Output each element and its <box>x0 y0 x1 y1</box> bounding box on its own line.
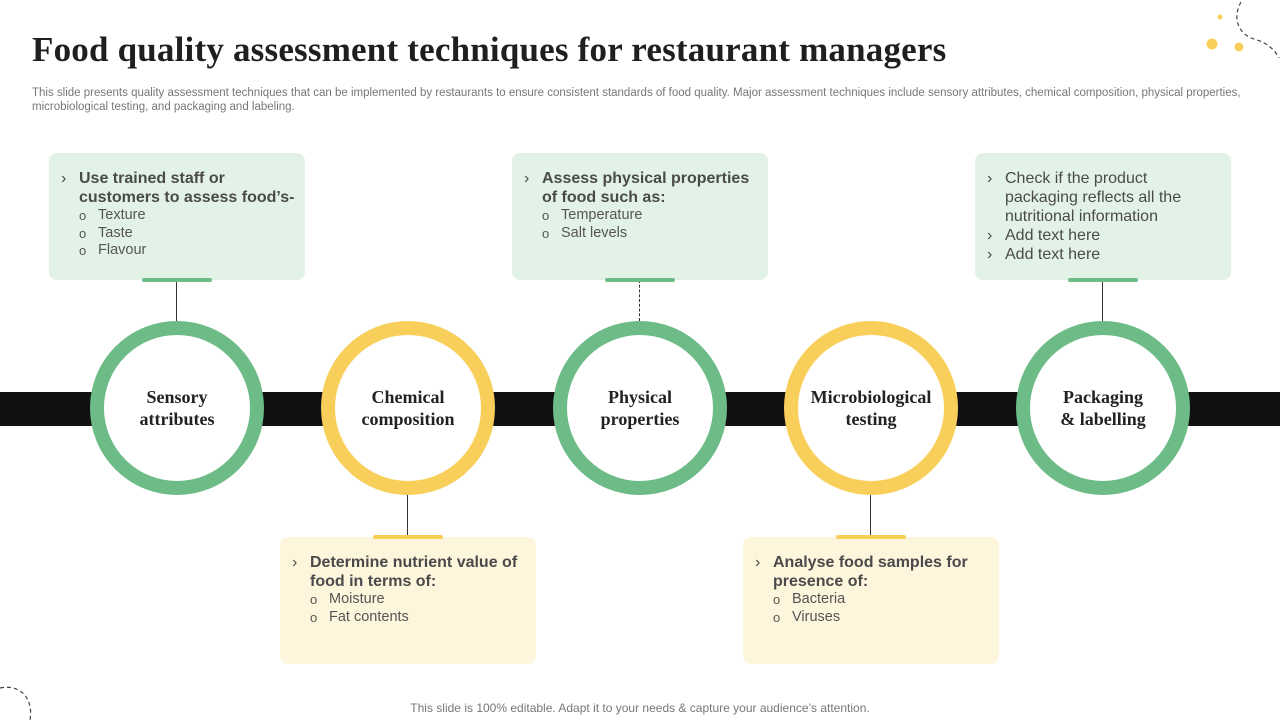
circle-bullet-icon: o <box>542 225 550 241</box>
sub-bullet-item: o Texture <box>61 207 295 225</box>
connector-microbiological-testing <box>870 495 872 537</box>
bullet-item: › Use trained staff or customers to asses… <box>61 169 295 207</box>
circle-bullet-icon: o <box>542 208 550 223</box>
step-label: Packaging & labelling <box>1060 387 1146 429</box>
page-subtitle: This slide presents quality assessment t… <box>32 87 1241 113</box>
bullet-item: › Add text here <box>987 226 1221 245</box>
sub-bullet-text: Taste <box>98 224 133 241</box>
bullet-text: Determine nutrient value of food in term… <box>310 554 518 590</box>
circle-bullet-icon: o <box>79 208 87 223</box>
footer-note: This slide is 100% editable. Adapt it to… <box>410 701 870 715</box>
chevron-right-icon: › <box>987 227 993 244</box>
chevron-right-icon: › <box>987 246 993 263</box>
sub-bullet-text: Viruses <box>792 608 841 625</box>
box-accent-tab <box>605 278 675 282</box>
bullet-item: › Check if the product packaging reflects… <box>987 169 1221 226</box>
connector-packaging-labelling <box>1102 280 1104 321</box>
sub-bullet-text: Bacteria <box>792 591 846 607</box>
corner-decoration-top-right <box>1206 1 1280 59</box>
chevron-right-icon: › <box>755 554 761 571</box>
bullet-item: › Assess physical properties of food such… <box>524 169 758 207</box>
sub-bullet-item: o Taste <box>61 225 295 243</box>
chevron-right-icon: › <box>61 170 67 187</box>
step-circle-microbiological-testing: Microbiological testing <box>784 321 958 495</box>
circle-bullet-icon: o <box>79 225 87 241</box>
chevron-right-icon: › <box>292 554 298 571</box>
step-circle-packaging-labelling: Packaging & labelling <box>1016 321 1190 495</box>
sub-bullet-text: Salt levels <box>561 224 628 241</box>
sub-bullet-item: o Temperature <box>524 207 758 225</box>
info-box-physical-properties: › Assess physical properties of food such… <box>512 153 768 280</box>
bullet-text: Analyse food samples for presence of: <box>773 554 968 590</box>
info-box-chemical-composition: › Determine nutrient value of food in ter… <box>280 537 536 664</box>
box-accent-tab <box>1068 278 1138 282</box>
bullet-text: Check if the product packaging reflects … <box>1005 170 1182 225</box>
chevron-right-icon: › <box>987 170 993 187</box>
bullet-item: › Determine nutrient value of food in ter… <box>292 553 526 591</box>
sub-bullet-item: o Flavour <box>61 242 295 260</box>
info-box-sensory-attributes: › Use trained staff or customers to asses… <box>49 153 305 280</box>
step-label: Chemical composition <box>361 387 455 429</box>
circle-bullet-icon: o <box>310 592 318 607</box>
bullet-item: › Analyse food samples for presence of: <box>755 553 989 591</box>
sub-bullet-text: Texture <box>98 207 146 223</box>
chevron-right-icon: › <box>524 170 530 187</box>
circle-bullet-icon: o <box>773 609 781 625</box>
box-accent-tab <box>373 535 443 539</box>
sub-bullet-text: Fat contents <box>329 608 409 625</box>
bullet-text: Use trained staff or customers to assess… <box>79 170 295 206</box>
circle-bullet-icon: o <box>773 592 781 607</box>
sub-bullet-item: o Viruses <box>755 609 989 627</box>
page-title: Food quality assessment techniques for r… <box>32 30 947 69</box>
bullet-text: Assess physical properties of food such … <box>542 170 750 206</box>
sub-bullet-text: Temperature <box>561 207 643 223</box>
sub-bullet-item: o Moisture <box>292 591 526 609</box>
sub-bullet-item: o Bacteria <box>755 591 989 609</box>
connector-chemical-composition <box>407 495 409 537</box>
circle-bullet-icon: o <box>79 243 87 258</box>
bullet-text: Add text here <box>1005 227 1101 244</box>
sub-bullet-text: Flavour <box>98 242 147 258</box>
step-label: Sensory attributes <box>139 387 215 429</box>
bullet-item: › Add text here <box>987 245 1221 264</box>
step-circle-chemical-composition: Chemical composition <box>321 321 495 495</box>
bullet-text: Add text here <box>1005 246 1101 263</box>
step-circle-sensory-attributes: Sensory attributes <box>90 321 264 495</box>
circle-bullet-icon: o <box>310 609 318 625</box>
info-box-packaging-labelling: › Check if the product packaging reflects… <box>975 153 1231 280</box>
sub-bullet-text: Moisture <box>329 591 385 607</box>
sub-bullet-item: o Fat contents <box>292 609 526 627</box>
step-label: Physical properties <box>600 387 680 429</box>
box-accent-tab <box>142 278 212 282</box>
step-label: Microbiological testing <box>810 387 932 429</box>
sub-bullet-item: o Salt levels <box>524 225 758 243</box>
connector-physical-properties <box>639 280 641 321</box>
step-circle-physical-properties: Physical properties <box>553 321 727 495</box>
connector-sensory-attributes <box>176 280 178 321</box>
corner-decoration-bottom-left <box>0 686 32 720</box>
box-accent-tab <box>836 535 906 539</box>
